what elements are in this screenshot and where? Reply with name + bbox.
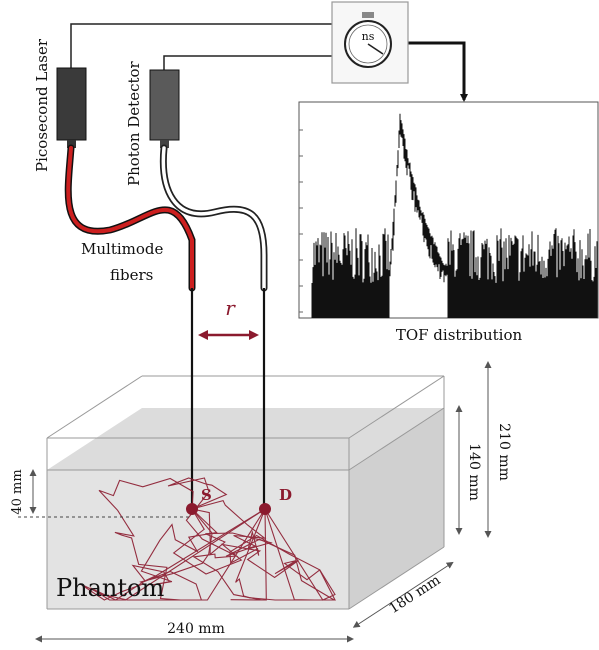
box-width-label: 240 mm [167,621,225,637]
picosecond-laser [56,67,87,148]
timer-wiring [70,23,468,102]
photon-detector [149,69,180,148]
depth-label: 40 mm [10,469,25,514]
box-height-label: 210 mm [496,423,512,481]
separation-label: r [225,296,236,320]
laser-label: Picosecond Laser [33,38,51,172]
timer-unit-label: ns [362,30,375,43]
box-depth-arrow [352,561,454,628]
photon-path [167,477,267,601]
tof-label: TOF distribution [396,326,523,344]
photon-path [191,508,336,601]
tof-trace [311,113,598,318]
source-label: S [201,486,212,504]
phantom-label: Phantom [56,574,164,602]
stopwatch-box: ns [331,1,409,84]
source-point [186,503,198,515]
source-fiber [64,144,196,292]
detector-point [259,503,271,515]
phantom-tank [46,288,445,610]
liquid-height-label: 140 mm [466,443,482,501]
detector-label: Photon Detector [125,60,143,186]
fibers-label-line1: Multimode [81,240,163,258]
detector-fiber [159,144,268,292]
tof-plot [298,101,599,319]
photon-path [90,508,266,601]
fibers-label-line2: fibers [110,266,153,284]
detector-point-label: D [279,486,292,504]
photon-path [79,508,266,601]
